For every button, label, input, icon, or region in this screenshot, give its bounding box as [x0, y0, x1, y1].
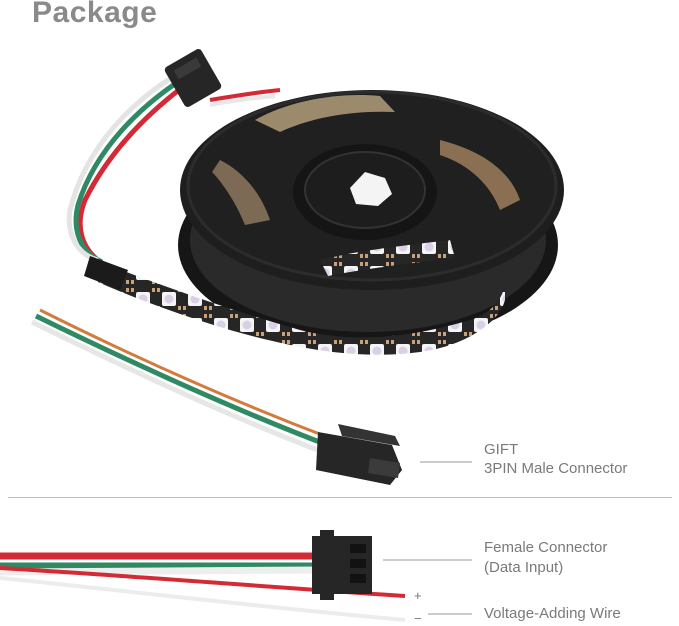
gift-label: GIFT	[484, 441, 519, 458]
gift-connector	[316, 424, 402, 485]
minus-sign: −	[414, 611, 422, 626]
gift-wires	[30, 308, 331, 457]
plus-sign: +	[414, 588, 422, 603]
top-wires	[66, 67, 281, 268]
voltage-wires	[0, 552, 406, 622]
section-divider	[8, 497, 672, 498]
male-connector-label: 3PIN Male Connector	[484, 460, 628, 477]
led-strip	[84, 256, 505, 355]
led-strip-reel	[178, 90, 564, 345]
female-connector-label: Female Connector	[484, 539, 608, 556]
page-title: Package	[32, 0, 158, 29]
voltage-wire-label: Voltage-Adding Wire	[484, 605, 621, 622]
data-input-label: (Data Input)	[484, 559, 564, 576]
female-connector	[312, 530, 372, 600]
top-connector	[164, 49, 222, 107]
